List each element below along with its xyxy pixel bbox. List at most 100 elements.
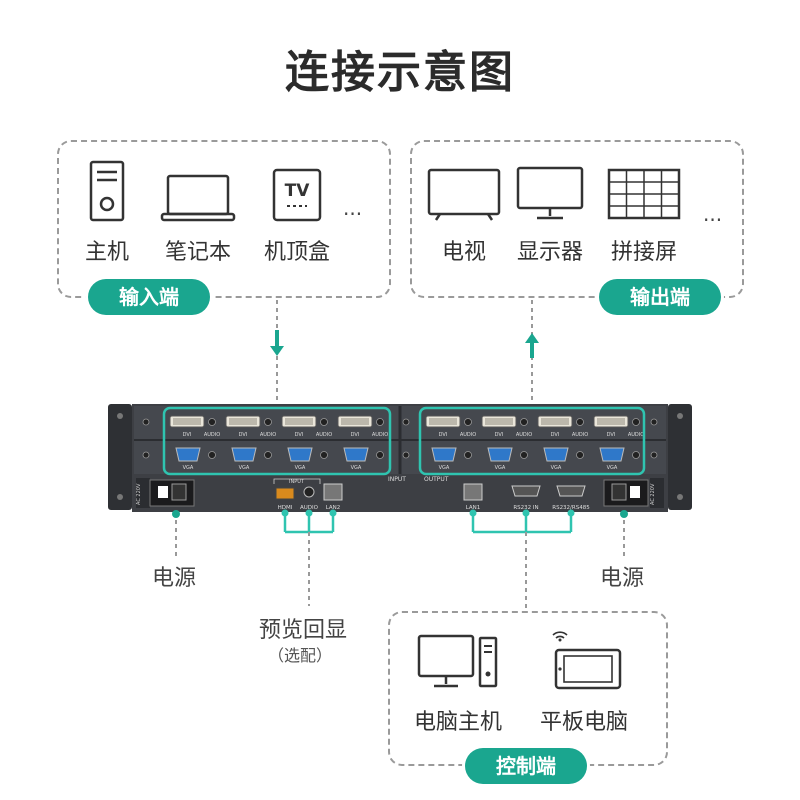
port-label: DVI bbox=[239, 432, 248, 438]
input-device-label: 笔记本 bbox=[164, 240, 231, 265]
input-device-label: 机顶盒 bbox=[263, 240, 330, 265]
svg-text:AUDIO: AUDIO bbox=[300, 505, 319, 511]
svg-text:LAN2: LAN2 bbox=[326, 505, 341, 511]
control-connector bbox=[471, 513, 573, 534]
audio-jack bbox=[208, 418, 216, 426]
audio-jack bbox=[632, 451, 640, 459]
audio-jack bbox=[464, 418, 472, 426]
output-device-label: 电视 bbox=[441, 240, 486, 265]
vga-port bbox=[287, 447, 313, 462]
port-label: AUDIO bbox=[572, 432, 588, 438]
lan2-port bbox=[323, 483, 343, 501]
audio-port bbox=[303, 486, 315, 498]
ports-layer: DVI AUDIO DVI AUDIO DVI AUDIO DVI AUDIO DVI AUDIO… bbox=[142, 415, 658, 471]
hdmi-port bbox=[275, 487, 295, 500]
vga-port bbox=[343, 447, 369, 462]
tablet-icon bbox=[552, 631, 622, 690]
stb-icon-text: TV bbox=[285, 181, 311, 201]
vga-label: VGA bbox=[183, 465, 194, 471]
control-device-tablet: 平板电脑 bbox=[532, 628, 636, 736]
output-device-tv: 电视 bbox=[424, 160, 504, 266]
audio-jack bbox=[320, 451, 328, 459]
control-device-label: 电脑主机 bbox=[413, 710, 502, 735]
audio-jack bbox=[520, 451, 528, 459]
input-device-stb: TV 机顶盒 bbox=[258, 160, 336, 266]
input-device-laptop: 笔记本 bbox=[158, 160, 238, 266]
audio-jack bbox=[320, 418, 328, 426]
vga-label: VGA bbox=[439, 465, 450, 471]
vga-label: VGA bbox=[239, 465, 250, 471]
port-label: DVI bbox=[495, 432, 504, 438]
lan1-port bbox=[463, 483, 483, 501]
video-wall-icon bbox=[607, 168, 681, 220]
laptop-icon bbox=[160, 174, 236, 222]
output-more: ... bbox=[703, 202, 723, 226]
port-label: AUDIO bbox=[204, 432, 220, 438]
output-device-label: 显示器 bbox=[516, 240, 583, 265]
rack-ear-left bbox=[108, 404, 132, 510]
power-right-label: 电源 bbox=[600, 566, 645, 591]
input-device-pc: 主机 bbox=[72, 160, 142, 266]
bottom-input-group-label: INPUT bbox=[289, 479, 305, 485]
svg-text:HDMI: HDMI bbox=[278, 505, 293, 511]
output-device-video-wall: 拼接屏 bbox=[602, 160, 686, 266]
vga-port bbox=[175, 447, 201, 462]
monitor-icon bbox=[516, 166, 584, 220]
port-label: DVI bbox=[295, 432, 304, 438]
audio-jack bbox=[576, 418, 584, 426]
port-label: DVI bbox=[551, 432, 560, 438]
audio-jack bbox=[376, 418, 384, 426]
vga-port bbox=[431, 447, 457, 462]
power-label-right: AC 220V bbox=[650, 483, 656, 505]
input-ports-highlight bbox=[162, 406, 392, 476]
svg-text:RS232/RS485: RS232/RS485 bbox=[552, 505, 590, 511]
output-section-label: OUTPUT bbox=[424, 476, 449, 483]
rs232-in-port bbox=[511, 485, 541, 497]
set-top-box-icon: TV bbox=[272, 168, 322, 222]
audio-jack bbox=[376, 451, 384, 459]
input-device-label: 主机 bbox=[84, 240, 129, 265]
vga-port bbox=[231, 447, 257, 462]
desktop-computer-icon bbox=[417, 634, 498, 688]
rs232-rs485-port bbox=[556, 485, 586, 497]
preview-label: 预览回显 bbox=[259, 618, 348, 643]
down-arrow-icon bbox=[270, 346, 284, 356]
input-devices-box bbox=[57, 140, 391, 298]
tv-icon bbox=[427, 168, 501, 221]
port-label: AUDIO bbox=[516, 432, 532, 438]
port-label: AUDIO bbox=[628, 432, 644, 438]
port-label: DVI bbox=[183, 432, 192, 438]
vga-port bbox=[487, 447, 513, 462]
audio-jack bbox=[520, 418, 528, 426]
audio-jack bbox=[632, 418, 640, 426]
preview-note: （选配） bbox=[268, 646, 333, 665]
port-label: AUDIO bbox=[316, 432, 332, 438]
control-device-label: 平板电脑 bbox=[539, 710, 628, 735]
port-label: AUDIO bbox=[372, 432, 388, 438]
pc-tower-icon bbox=[89, 160, 125, 222]
audio-jack bbox=[464, 451, 472, 459]
audio-jack bbox=[576, 451, 584, 459]
vga-port bbox=[543, 447, 569, 462]
output-device-label: 拼接屏 bbox=[610, 240, 677, 265]
output-tag: 输出端 bbox=[599, 279, 721, 315]
vga-label: VGA bbox=[351, 465, 362, 471]
audio-jack bbox=[264, 451, 272, 459]
power-label-left: AC 220V bbox=[136, 483, 142, 505]
port-label: DVI bbox=[351, 432, 360, 438]
control-device-desktop: 电脑主机 bbox=[406, 628, 510, 736]
audio-jack bbox=[264, 418, 272, 426]
input-tag: 输入端 bbox=[88, 279, 210, 315]
input-more: ... bbox=[343, 196, 363, 220]
svg-text:LAN1: LAN1 bbox=[466, 505, 481, 511]
output-device-monitor: 显示器 bbox=[510, 160, 590, 266]
output-ports-highlight bbox=[418, 406, 646, 476]
input-section-label: INPUT bbox=[388, 476, 406, 483]
control-tag: 控制端 bbox=[465, 748, 587, 784]
vga-port bbox=[599, 447, 625, 462]
port-label: DVI bbox=[607, 432, 616, 438]
vga-label: VGA bbox=[495, 465, 506, 471]
vga-label: VGA bbox=[551, 465, 562, 471]
svg-text:RS232 IN: RS232 IN bbox=[513, 505, 538, 511]
